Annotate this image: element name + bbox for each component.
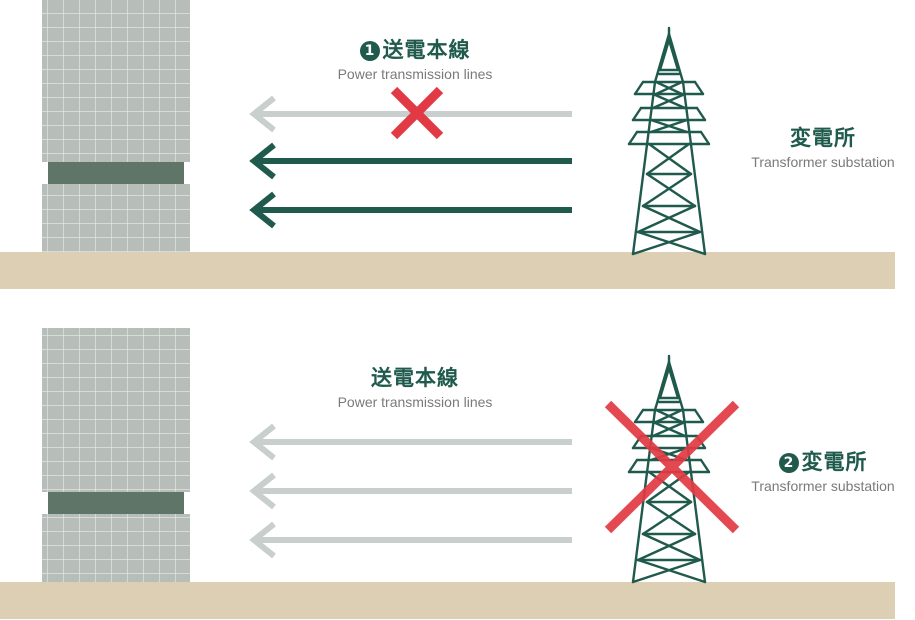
building-band [48,492,184,514]
transmission-lines-label-en: Power transmission lines [337,66,493,82]
panel-1 [0,0,895,289]
substation-label-ja: 変電所 [790,126,856,150]
substation-label: 変電所 Transformer substation [728,122,915,170]
power-line-arrow [249,191,572,229]
substation-label-en: Transformer substation [751,154,895,170]
substation-label-en: Transformer substation [751,478,895,494]
power-line-arrow [249,472,572,510]
step-number-badge: 1 [359,41,380,61]
line-failure-cross-icon [390,86,444,140]
transmission-lines-label-en: Power transmission lines [337,394,493,410]
panel-2 [0,328,895,619]
building [42,0,190,252]
power-line-arrow [249,521,572,559]
building-band [48,162,184,184]
ground-strip [0,582,895,619]
substation-failure-cross-icon [604,400,740,534]
transmission-tower-icon [627,26,711,256]
ground-strip [0,252,895,289]
building [42,328,190,582]
power-line-arrow [249,423,572,461]
transmission-lines-label: 送電本線 Power transmission lines [300,362,530,410]
power-line-arrow [249,142,572,180]
transmission-lines-label-ja: 送電本線 [371,366,459,390]
step-number-badge: 2 [778,453,799,473]
